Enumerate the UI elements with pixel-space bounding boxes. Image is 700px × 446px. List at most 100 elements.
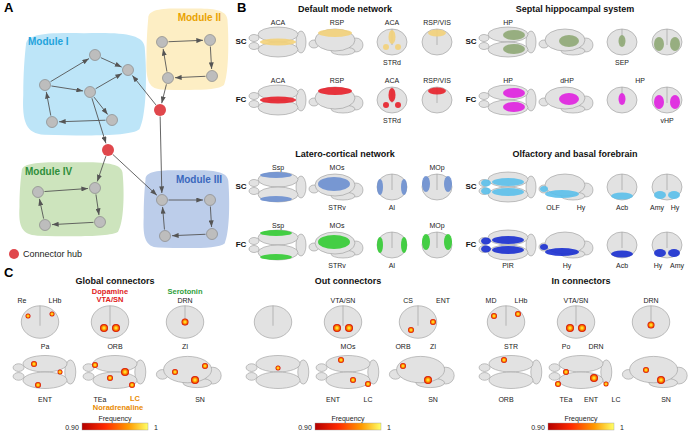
activation-spot (350, 377, 356, 383)
region-label: TEa (560, 396, 573, 403)
activation-spot (338, 357, 344, 363)
panel-letter: A (4, 1, 13, 14)
brain-outline (652, 174, 682, 200)
brain-region-node (90, 183, 101, 194)
activation-spot (590, 374, 598, 382)
brain-network-panel (249, 27, 452, 115)
legend-text: Connector hub (23, 249, 82, 259)
region-highlight (422, 234, 430, 250)
brain-outline (422, 174, 452, 200)
connector-panel (13, 306, 221, 430)
brain-outline (83, 373, 94, 381)
brain-midline (667, 232, 668, 248)
row-label: SC (235, 38, 246, 46)
region-label: Hy (577, 204, 586, 211)
panel-title: Latero-cortical network (295, 150, 395, 159)
brain-outline (630, 356, 678, 382)
region-highlight (654, 249, 666, 257)
region-label: ACA (385, 19, 399, 26)
brain-outline (422, 29, 452, 55)
brain-outline (488, 245, 528, 260)
region-highlight (540, 244, 548, 250)
module-blob-shape (144, 170, 230, 248)
activation-spot (555, 381, 561, 387)
connector-panel (479, 306, 687, 430)
activation-spot (31, 361, 37, 367)
region-label: SN (195, 396, 205, 403)
region-highlight (481, 188, 491, 195)
region-label: STRv (328, 204, 346, 211)
brain-outline (249, 246, 259, 253)
activation-spot (172, 369, 178, 375)
region-highlight (559, 93, 579, 105)
brain-region-node (160, 231, 171, 242)
brain-outline (246, 364, 257, 372)
activation-spot (202, 363, 208, 369)
brain-outline (256, 372, 300, 389)
brain-outline (377, 29, 407, 55)
module-label: Module IV (25, 166, 117, 178)
row-label: FC (466, 96, 477, 104)
region-label: ZI (430, 343, 436, 350)
brain-outline (479, 101, 489, 108)
region-highlight (395, 44, 401, 50)
region-label: HP (635, 77, 645, 84)
region-label: OLF (546, 204, 560, 211)
module-label: Module III (150, 174, 222, 186)
region-highlight (318, 29, 352, 37)
region-label: AI (389, 262, 396, 269)
brain-outline (652, 87, 682, 113)
brain-outline (249, 93, 259, 100)
region-label: SN (428, 396, 438, 403)
brain-outline (315, 87, 355, 109)
brain-region-node (157, 37, 168, 48)
brain-outline (479, 43, 489, 50)
region-highlight (619, 93, 626, 105)
brain-outline (607, 29, 637, 55)
colorbar-label: 1 (154, 424, 158, 431)
brain-region-node (33, 187, 44, 198)
brain-outline (487, 306, 525, 339)
region-highlight (670, 37, 680, 51)
legend-swatch-box (8, 248, 20, 260)
activation-spot (430, 319, 436, 325)
panel-title: Out connectors (315, 277, 382, 286)
region-label: STRd (383, 117, 401, 124)
module-link (162, 84, 167, 103)
region-label: LHb (49, 297, 62, 304)
brain-region-node (123, 65, 134, 76)
region-label: MOp (429, 164, 444, 171)
connector-hub (154, 104, 166, 116)
region-highlight (654, 191, 666, 199)
brain-outline (316, 364, 327, 372)
brain-outline (23, 372, 67, 389)
brain-outline (557, 306, 595, 339)
legend-row: Connector hub (8, 248, 82, 260)
neurotransmitter-label: Noradrenaline (93, 404, 143, 412)
region-highlight (503, 102, 525, 112)
brain-outline (13, 373, 24, 381)
region-highlight (318, 87, 352, 95)
region-label: MOs (330, 164, 345, 171)
region-highlight (668, 191, 680, 199)
brain-outline (164, 356, 212, 382)
region-highlight (503, 44, 525, 54)
brain-outline (256, 356, 300, 373)
activation-spot (408, 327, 414, 333)
region-label: Ssp (272, 164, 284, 171)
module-link (160, 116, 162, 193)
region-highlight (401, 179, 407, 195)
brain-outline (399, 306, 437, 339)
brain-midline (437, 232, 438, 248)
brain-outline (545, 87, 585, 109)
activation-spot (501, 357, 507, 363)
region-label: vHP (660, 117, 673, 124)
region-label: CS (403, 297, 413, 304)
region-highlight (377, 237, 383, 253)
module-link (169, 200, 204, 201)
module-link (51, 59, 89, 82)
brain-outline (479, 364, 490, 372)
region-highlight (260, 196, 292, 202)
activation-spot (276, 366, 281, 371)
